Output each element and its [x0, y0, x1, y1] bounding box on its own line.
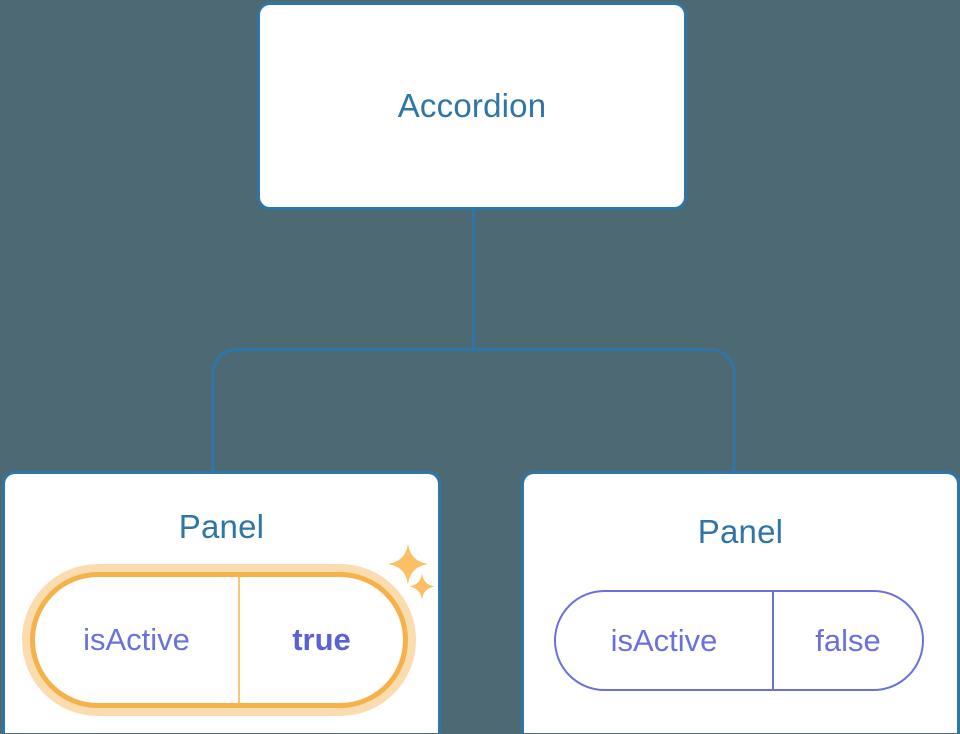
prop-key: isActive: [83, 622, 190, 657]
node-title: Panel: [697, 513, 784, 550]
prop-value: false: [772, 592, 922, 689]
node-title: Accordion: [397, 86, 547, 124]
prop-pill-isactive-true[interactable]: isActive true: [30, 572, 408, 708]
prop-value: true: [238, 577, 403, 703]
edge-bracket-right: [473, 348, 736, 471]
prop-key: isActive: [610, 622, 718, 658]
node-title: Panel: [178, 508, 265, 545]
prop-pill-isactive-false[interactable]: isActive false: [554, 590, 924, 691]
edge-bracket-left: [211, 348, 474, 471]
node-accordion[interactable]: Accordion: [257, 2, 687, 210]
